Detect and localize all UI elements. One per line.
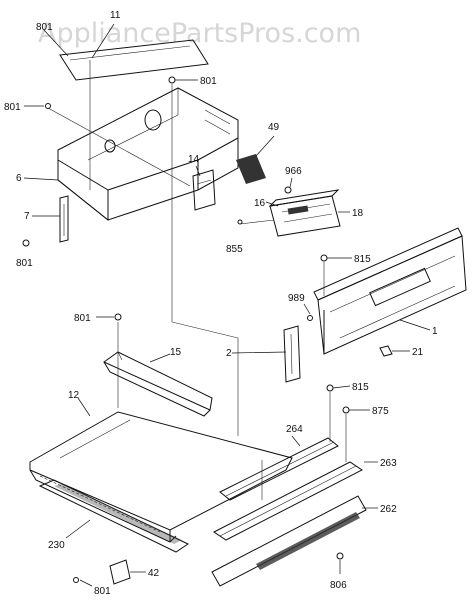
callout-49: 49 [268,122,280,133]
callout-801-bottom: 801 [94,586,111,597]
callout-801-left: 801 [4,102,21,113]
part-14-plate [192,169,216,211]
callout-42: 42 [148,568,160,579]
part-263-rail [213,461,363,541]
callout-801-top: 801 [36,22,53,33]
screw-fasteners [22,76,350,583]
callout-264: 264 [286,424,303,435]
callout-18: 18 [352,208,364,219]
part-230-insulation [38,479,190,553]
callout-989: 989 [288,293,305,304]
callout-6: 6 [16,173,22,184]
callout-855: 855 [226,244,243,255]
callout-801-lowleft: 801 [16,258,33,269]
assembly-guide-lines [47,60,347,500]
leader-lines [23,23,431,587]
callout-801-upper: 801 [200,76,217,87]
part-262-kick-plate [211,495,367,587]
callout-7: 7 [24,211,30,222]
callout-230: 230 [48,540,65,551]
callout-815-lower: 815 [352,382,369,393]
watermark-text: AppliancePartsPros.com [38,18,361,49]
part-42-bracket [109,559,131,585]
part-1-control-panel [313,227,467,355]
part-7-angle-bracket [59,195,69,243]
callout-875: 875 [372,406,389,417]
part-15-channel [103,351,213,417]
callout-15: 15 [170,347,182,358]
callout-1: 1 [432,326,438,337]
part-16-18-control-module [268,189,341,237]
callout-16: 16 [254,198,266,209]
callout-11: 11 [110,10,121,21]
part-6-upper-bracket [57,87,239,222]
callout-966: 966 [285,166,302,177]
part-264-rail [219,437,339,501]
callout-21: 21 [412,347,424,358]
part-21-nut [379,345,393,357]
part-11-top-panel [59,39,209,81]
callout-263: 263 [380,458,397,469]
part-49-vent-grille [236,154,266,184]
callout-801-mid: 801 [74,313,91,324]
part-2-trim-piece [283,325,301,383]
callout-262: 262 [380,504,397,515]
part-12-bottom-panel [29,411,293,543]
callout-2: 2 [226,348,232,359]
callout-815-upper: 815 [354,254,371,265]
callout-806: 806 [330,580,347,591]
callout-14: 14 [188,154,200,165]
callout-12: 12 [68,390,80,401]
